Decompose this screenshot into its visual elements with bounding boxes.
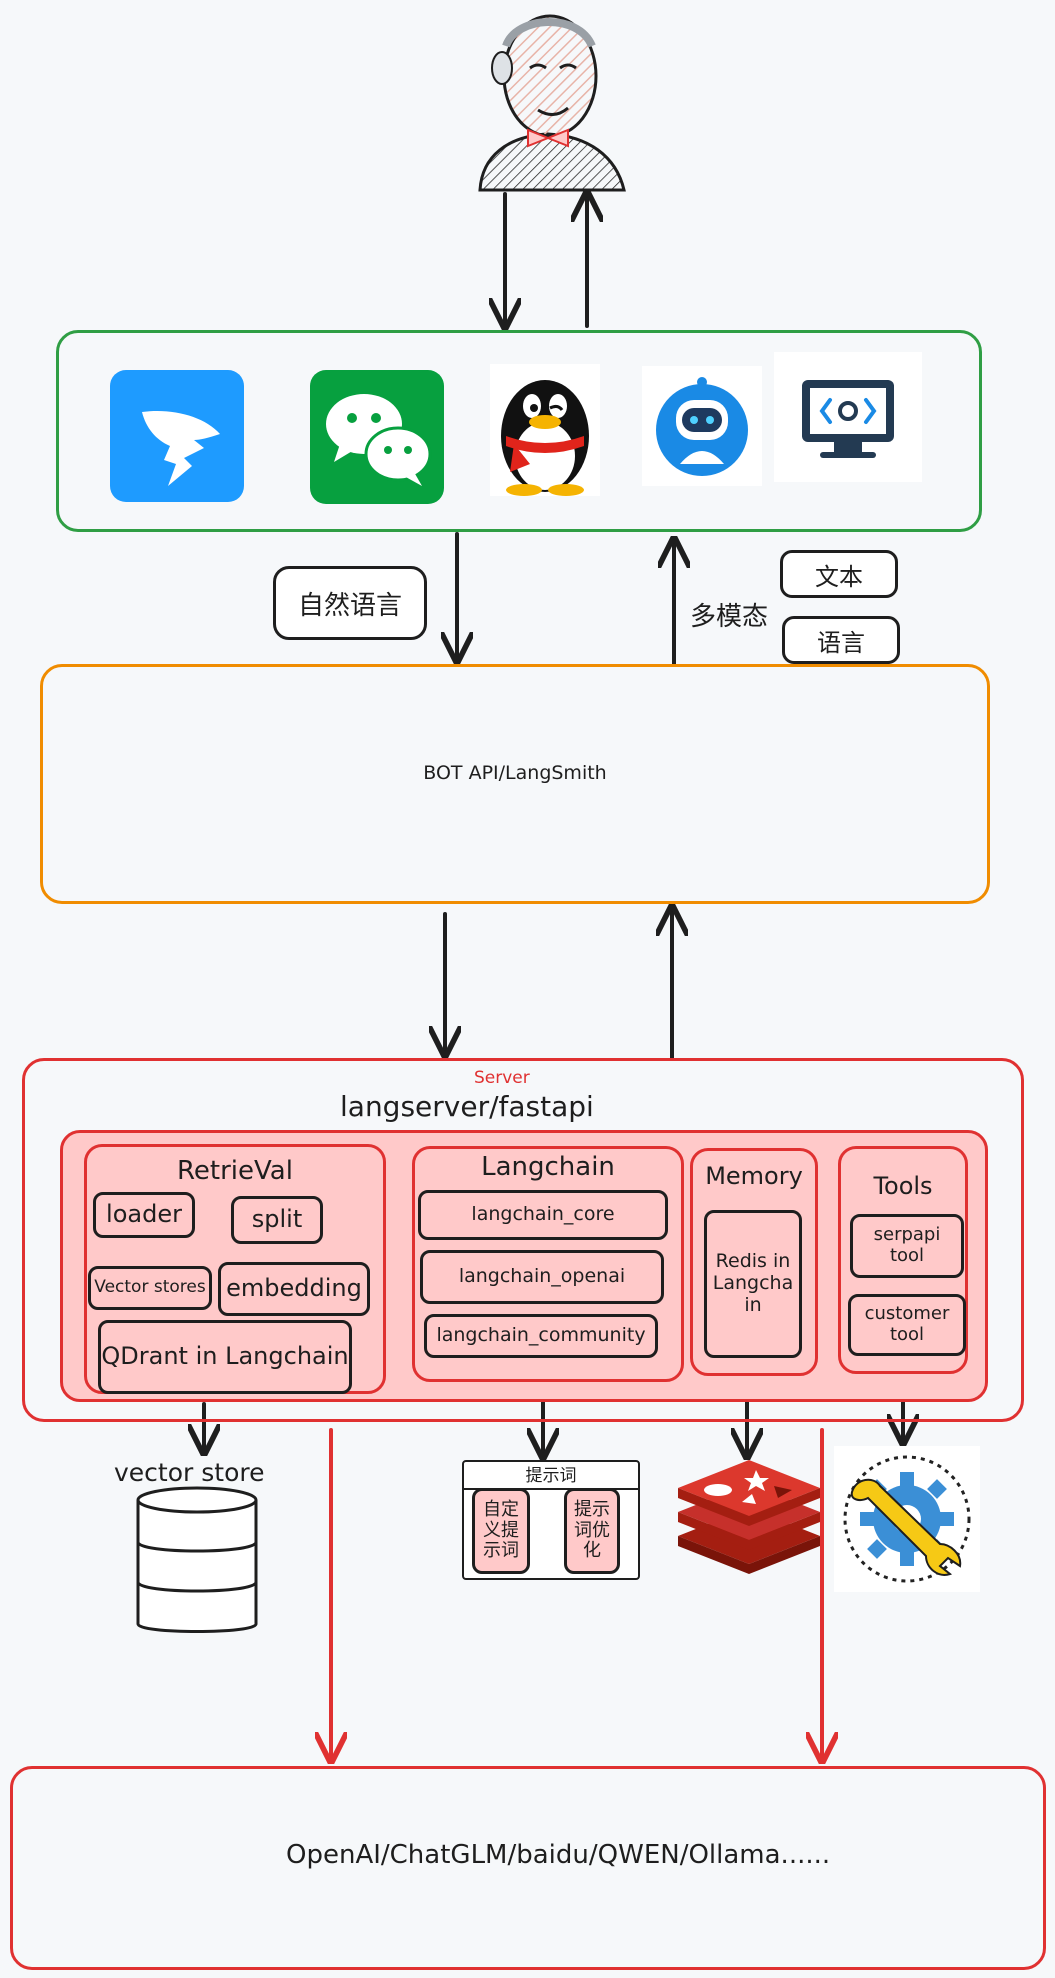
custom-prompt-node: 自定义提示词 <box>472 1488 530 1574</box>
channels-frame <box>56 330 982 532</box>
redis-node: Redis in Langchain <box>704 1210 802 1358</box>
llm-providers-label: OpenAI/ChatGLM/baidu/QWEN/Ollama...... <box>286 1840 831 1870</box>
vector-stores-node: Vector stores <box>88 1266 212 1310</box>
serpapi-tool-node: serpapi tool <box>850 1214 964 1278</box>
langchain-community-node: langchain_community <box>424 1314 658 1358</box>
embedding-node: embedding <box>218 1262 370 1316</box>
server-frame <box>22 1058 1024 1422</box>
natural-language-tag: 自然语言 <box>273 566 427 640</box>
server-caption: Server <box>474 1068 530 1088</box>
llm-providers-frame <box>10 1766 1046 1970</box>
prompt-optimize-node: 提示词优化 <box>564 1488 620 1574</box>
wechat-icon[interactable] <box>310 370 444 504</box>
tools-title: Tools <box>873 1172 933 1200</box>
memory-title: Memory <box>705 1162 803 1190</box>
bot-api-label: BOT API/LangSmith <box>423 762 607 784</box>
server-title: langserver/fastapi <box>340 1090 594 1123</box>
langchain-title: Langchain <box>481 1152 615 1182</box>
user-avatar-icon <box>478 14 626 192</box>
monitor-code-icon[interactable] <box>774 352 922 482</box>
langchain-core-node: langchain_core <box>418 1190 668 1240</box>
qq-penguin-icon[interactable] <box>490 364 600 496</box>
prompt-card-title: 提示词 <box>462 1461 640 1490</box>
text-tag: 文本 <box>780 550 898 598</box>
speech-tag: 语言 <box>782 616 900 664</box>
redis-logo-icon <box>678 1460 820 1574</box>
vector-store-label: vector store <box>114 1458 265 1487</box>
robot-icon[interactable] <box>642 366 762 486</box>
database-icon <box>136 1486 258 1633</box>
gear-wrench-icon <box>834 1446 980 1592</box>
customer-tool-node: customer tool <box>848 1294 966 1356</box>
bot-api-frame <box>40 664 990 904</box>
qdrant-node: QDrant in Langchain <box>98 1320 352 1394</box>
multimodal-label: 多模态 <box>690 602 769 632</box>
split-node: split <box>231 1196 323 1244</box>
langchain-openai-node: langchain_openai <box>420 1250 664 1304</box>
loader-node: loader <box>93 1192 195 1238</box>
retrieval-title: RetrieVal <box>177 1156 293 1186</box>
dingtalk-icon[interactable] <box>108 368 250 504</box>
